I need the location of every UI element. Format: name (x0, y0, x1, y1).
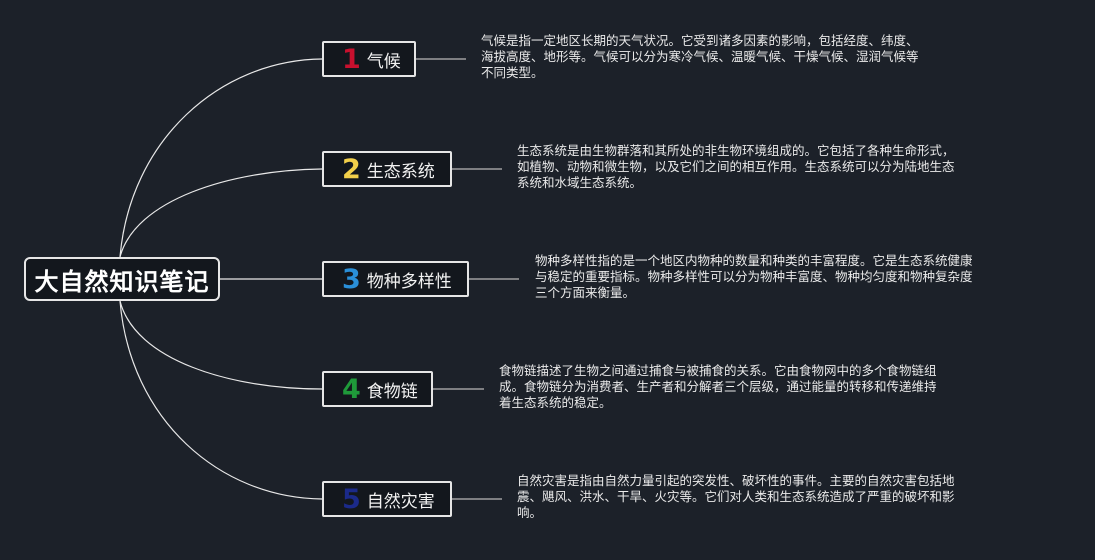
connector-topic-4 (119, 300, 323, 390)
topic-node-climate[interactable]: 1 气候 (322, 41, 416, 77)
connector-topic-1 (119, 58, 323, 258)
description-line: 食物链描述了生物之间通过捕食与被捕食的关系。它由食物网中的多个食物链组 (499, 363, 937, 378)
topic-number-2: 2 (342, 153, 361, 185)
description-line: 系统和水域生态系统。 (517, 175, 643, 190)
connector-topic-2 (119, 168, 323, 258)
topic-label-2: 生态系统 (366, 161, 435, 182)
description-line: 着生态系统的稳定。 (499, 395, 612, 410)
topic-label-4: 食物链 (366, 381, 418, 402)
description-line: 震、飓风、洪水、干旱、火灾等。它们对人类和生态系统造成了严重的破坏和影 (517, 489, 955, 504)
topic-number-5: 5 (342, 483, 361, 515)
topic-description-natural-disasters: 自然灾害是指由自然力量引起的突发性、破坏性的事件。主要的自然灾害包括地 震、飓风… (517, 473, 955, 521)
topic-description-ecosystem: 生态系统是由生物群落和其所处的非生物环境组成的。它包括了各种生命形式， 如植物、… (517, 143, 955, 191)
description-line: 如植物、动物和微生物，以及它们之间的相互作用。生态系统可以分为陆地生态 (517, 159, 955, 174)
description-line: 物种多样性指的是一个地区内物种的数量和种类的丰富程度。它是生态系统健康 (535, 253, 973, 268)
description-line: 气候是指一定地区长期的天气状况。它受到诸多因素的影响，包括经度、纬度、 (481, 33, 919, 48)
topic-description-biodiversity: 物种多样性指的是一个地区内物种的数量和种类的丰富程度。它是生态系统健康 与稳定的… (535, 253, 973, 301)
description-line: 海拔高度、地形等。气候可以分为寒冷气候、温暖气候、干燥气候、湿润气候等 (481, 49, 919, 64)
topic-node-ecosystem[interactable]: 2 生态系统 (322, 151, 452, 187)
topic-label-5: 自然灾害 (366, 491, 435, 512)
description-line: 响。 (517, 505, 543, 520)
root-node[interactable]: 大自然知识笔记 (24, 257, 220, 301)
description-line: 与稳定的重要指标。物种多样性可以分为物种丰富度、物种均匀度和物种复杂度 (535, 269, 973, 284)
topic-label-3: 物种多样性 (366, 271, 452, 292)
description-line: 成。食物链分为消费者、生产者和分解者三个层级，通过能量的转移和传递维持 (499, 379, 937, 394)
description-line: 不同类型。 (481, 65, 544, 80)
topic-number-1: 1 (342, 43, 361, 75)
root-label: 大自然知识笔记 (34, 267, 210, 296)
topic-node-natural-disasters[interactable]: 5 自然灾害 (322, 481, 452, 517)
description-line: 生态系统是由生物群落和其所处的非生物环境组成的。它包括了各种生命形式， (517, 143, 955, 158)
topic-node-food-chain[interactable]: 4 食物链 (322, 371, 433, 407)
topic-node-biodiversity[interactable]: 3 物种多样性 (322, 261, 469, 297)
topic-label-1: 气候 (366, 51, 401, 72)
topic-number-3: 3 (342, 263, 361, 295)
connector-topic-5 (119, 300, 323, 500)
topic-description-climate: 气候是指一定地区长期的天气状况。它受到诸多因素的影响，包括经度、纬度、 海拔高度… (481, 33, 919, 81)
description-line: 三个方面来衡量。 (535, 285, 636, 300)
topic-number-4: 4 (342, 373, 361, 405)
description-line: 自然灾害是指由自然力量引起的突发性、破坏性的事件。主要的自然灾害包括地 (517, 473, 955, 488)
topic-description-food-chain: 食物链描述了生物之间通过捕食与被捕食的关系。它由食物网中的多个食物链组 成。食物… (499, 363, 937, 411)
